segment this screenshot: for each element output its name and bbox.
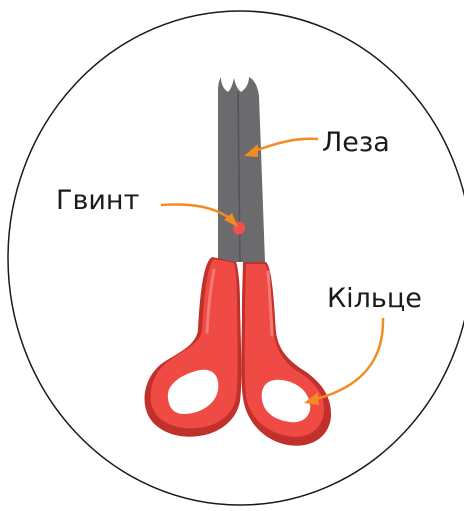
blade-shape [218,77,265,262]
label-screw: Гвинт [56,185,139,216]
label-blades: Леза [322,127,390,158]
blades-arrow [252,139,318,152]
label-ring: Кільце [327,283,422,314]
scissors-icon [145,77,332,446]
ring-arrow [312,318,383,400]
